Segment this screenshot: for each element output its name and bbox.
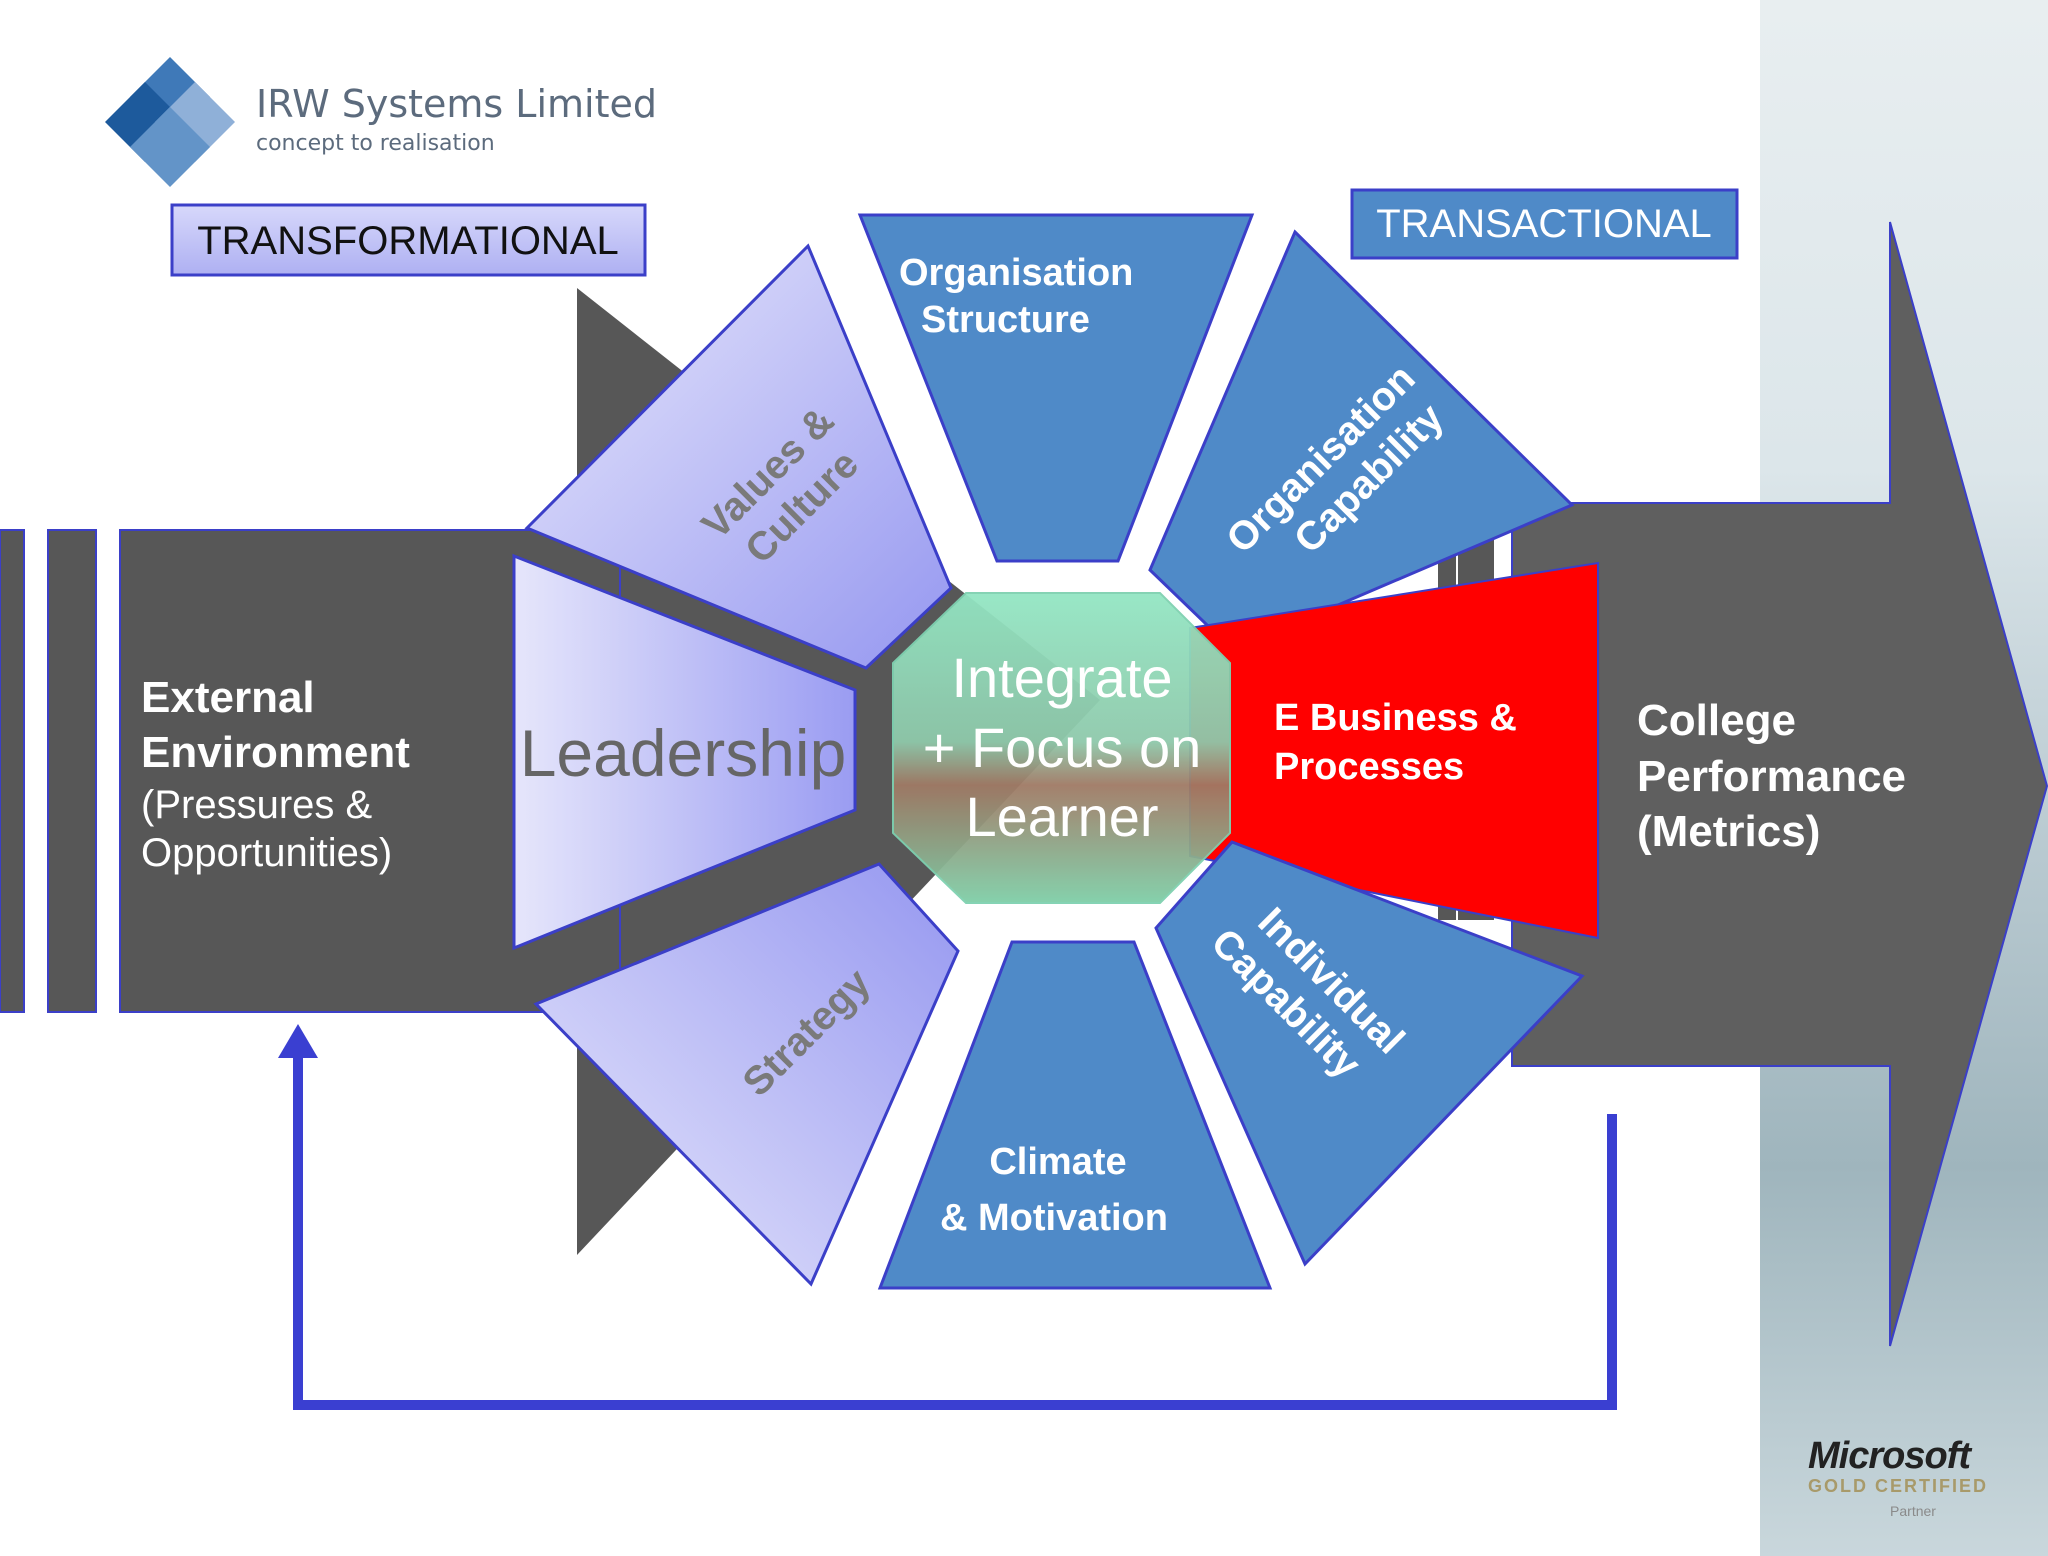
- org-structure-line1: Organisation: [899, 252, 1133, 294]
- microsoft-gold-badge: Microsoft GOLD CERTIFIED Partner: [1808, 1435, 2018, 1525]
- external-title-line1: External: [141, 673, 315, 722]
- transformational-label: TRANSFORMATIONAL: [197, 219, 619, 263]
- segment-organisation-structure: [857, 213, 1255, 563]
- ebusiness-line1: E Business &: [1274, 697, 1517, 739]
- college-line1: College: [1637, 696, 1796, 745]
- segment-values-culture: [524, 243, 953, 670]
- college-line3: (Metrics): [1637, 807, 1820, 856]
- feedback-arrowhead: [278, 1024, 318, 1058]
- college-performance-arrow: [1511, 221, 2048, 1347]
- segment-strategy: [533, 862, 960, 1287]
- transformational-box: [170, 203, 647, 277]
- org-structure-line2: Structure: [921, 299, 1090, 341]
- company-tagline: concept to realisation: [256, 131, 495, 156]
- feedback-arrow: [293, 1052, 1617, 1410]
- irw-logo-icon: [105, 57, 235, 187]
- climate-line1: Climate: [989, 1141, 1126, 1183]
- external-sub-line2: Opportunities): [141, 831, 392, 875]
- leadership-label: Leadership: [520, 716, 847, 790]
- company-name: IRW Systems Limited: [256, 82, 658, 126]
- external-title-line2: Environment: [141, 728, 410, 777]
- stripe-bar: [47, 529, 97, 1013]
- ebusiness-line2: Processes: [1274, 746, 1464, 788]
- climate-line2: & Motivation: [940, 1197, 1168, 1239]
- college-line2: Performance: [1637, 752, 1906, 801]
- transactional-label: TRANSACTIONAL: [1376, 202, 1712, 246]
- transactional-box: [1350, 188, 1739, 260]
- center-line3: Learner: [965, 785, 1158, 848]
- segment-leadership: [512, 553, 857, 951]
- external-sub-line1: (Pressures &: [141, 783, 372, 827]
- microsoft-brand: Microsoft: [1808, 1435, 1971, 1477]
- center-octagon: [892, 592, 1231, 904]
- segment-climate-motivation: [877, 940, 1273, 1290]
- microsoft-certified: GOLD CERTIFIED: [1808, 1476, 1988, 1496]
- center-line1: Integrate: [951, 646, 1172, 709]
- stripe-bar: [0, 529, 25, 1013]
- microsoft-partner: Partner: [1890, 1503, 1936, 1519]
- segment-individual-capability: [1154, 840, 1585, 1267]
- center-line2: + Focus on: [923, 716, 1202, 779]
